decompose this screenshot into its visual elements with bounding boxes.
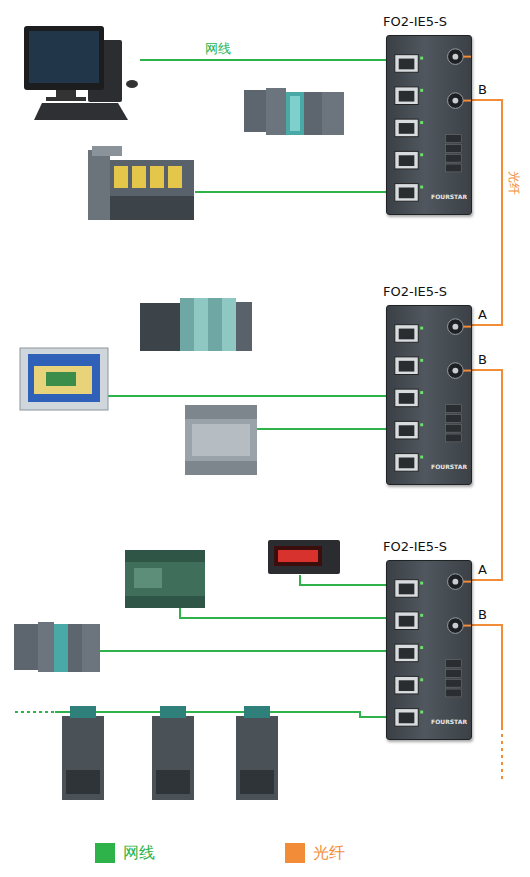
- panel-meter-illustration: [268, 540, 340, 574]
- port-label: B: [478, 82, 487, 97]
- fiber-label: 光纤: [505, 171, 522, 195]
- remote-io-illustration: [88, 146, 194, 220]
- plc-compact-illustration: [125, 550, 205, 608]
- switch-brand: FOURSTAR: [431, 463, 467, 470]
- legend-text: 光纤: [313, 843, 345, 864]
- cable-label: 网线: [205, 40, 231, 58]
- switch-model: FO2-IE5-S: [383, 539, 447, 554]
- fiber-dotted: [501, 734, 503, 780]
- plc-rack-illustration: [14, 622, 100, 672]
- hmi-illustration: [20, 348, 108, 410]
- switch-brand: FOURSTAR: [431, 193, 467, 200]
- fiber: [472, 625, 502, 730]
- plc-rack-illustration: [244, 88, 344, 135]
- switch-face: [387, 306, 471, 484]
- cable: [108, 395, 386, 397]
- cable-dotted: [15, 711, 55, 713]
- fiber-connector: [472, 100, 502, 325]
- remote-io-illustration: [140, 298, 252, 351]
- switch-brand: FOURSTAR: [431, 718, 467, 725]
- legend-text: 网线: [123, 843, 155, 864]
- legend-swatch: [95, 843, 115, 863]
- fiber-continuation: [472, 625, 502, 780]
- cable: [180, 608, 386, 618]
- plc-compact-illustration: [185, 405, 257, 475]
- port-label: B: [478, 607, 487, 622]
- port-label: A: [478, 307, 487, 322]
- cable: [255, 428, 386, 430]
- legend-item: 网线: [95, 842, 155, 864]
- switch-face: [387, 36, 471, 214]
- port-label: A: [478, 562, 487, 577]
- legend-swatch: [285, 843, 305, 863]
- cable: [140, 59, 386, 61]
- switch-box: FO2-IE5-SFOURSTAR: [386, 560, 472, 740]
- network-cables: [15, 60, 386, 717]
- io-modules-illustration: [62, 706, 278, 800]
- switch-box: FO2-IE5-SFOURSTAR: [386, 305, 472, 485]
- port-label: B: [478, 352, 487, 367]
- fiber-connector: [472, 370, 502, 580]
- switch-model: FO2-IE5-S: [383, 14, 447, 29]
- cable: [100, 650, 386, 652]
- switch-model: FO2-IE5-S: [383, 284, 447, 299]
- switch-face: [387, 561, 471, 739]
- switch-box: FO2-IE5-SFOURSTAR: [386, 35, 472, 215]
- legend-item: 光纤: [285, 842, 345, 864]
- cable: [195, 191, 386, 193]
- cable: [55, 712, 386, 717]
- pc-illustration: [24, 26, 138, 120]
- cable: [300, 575, 386, 585]
